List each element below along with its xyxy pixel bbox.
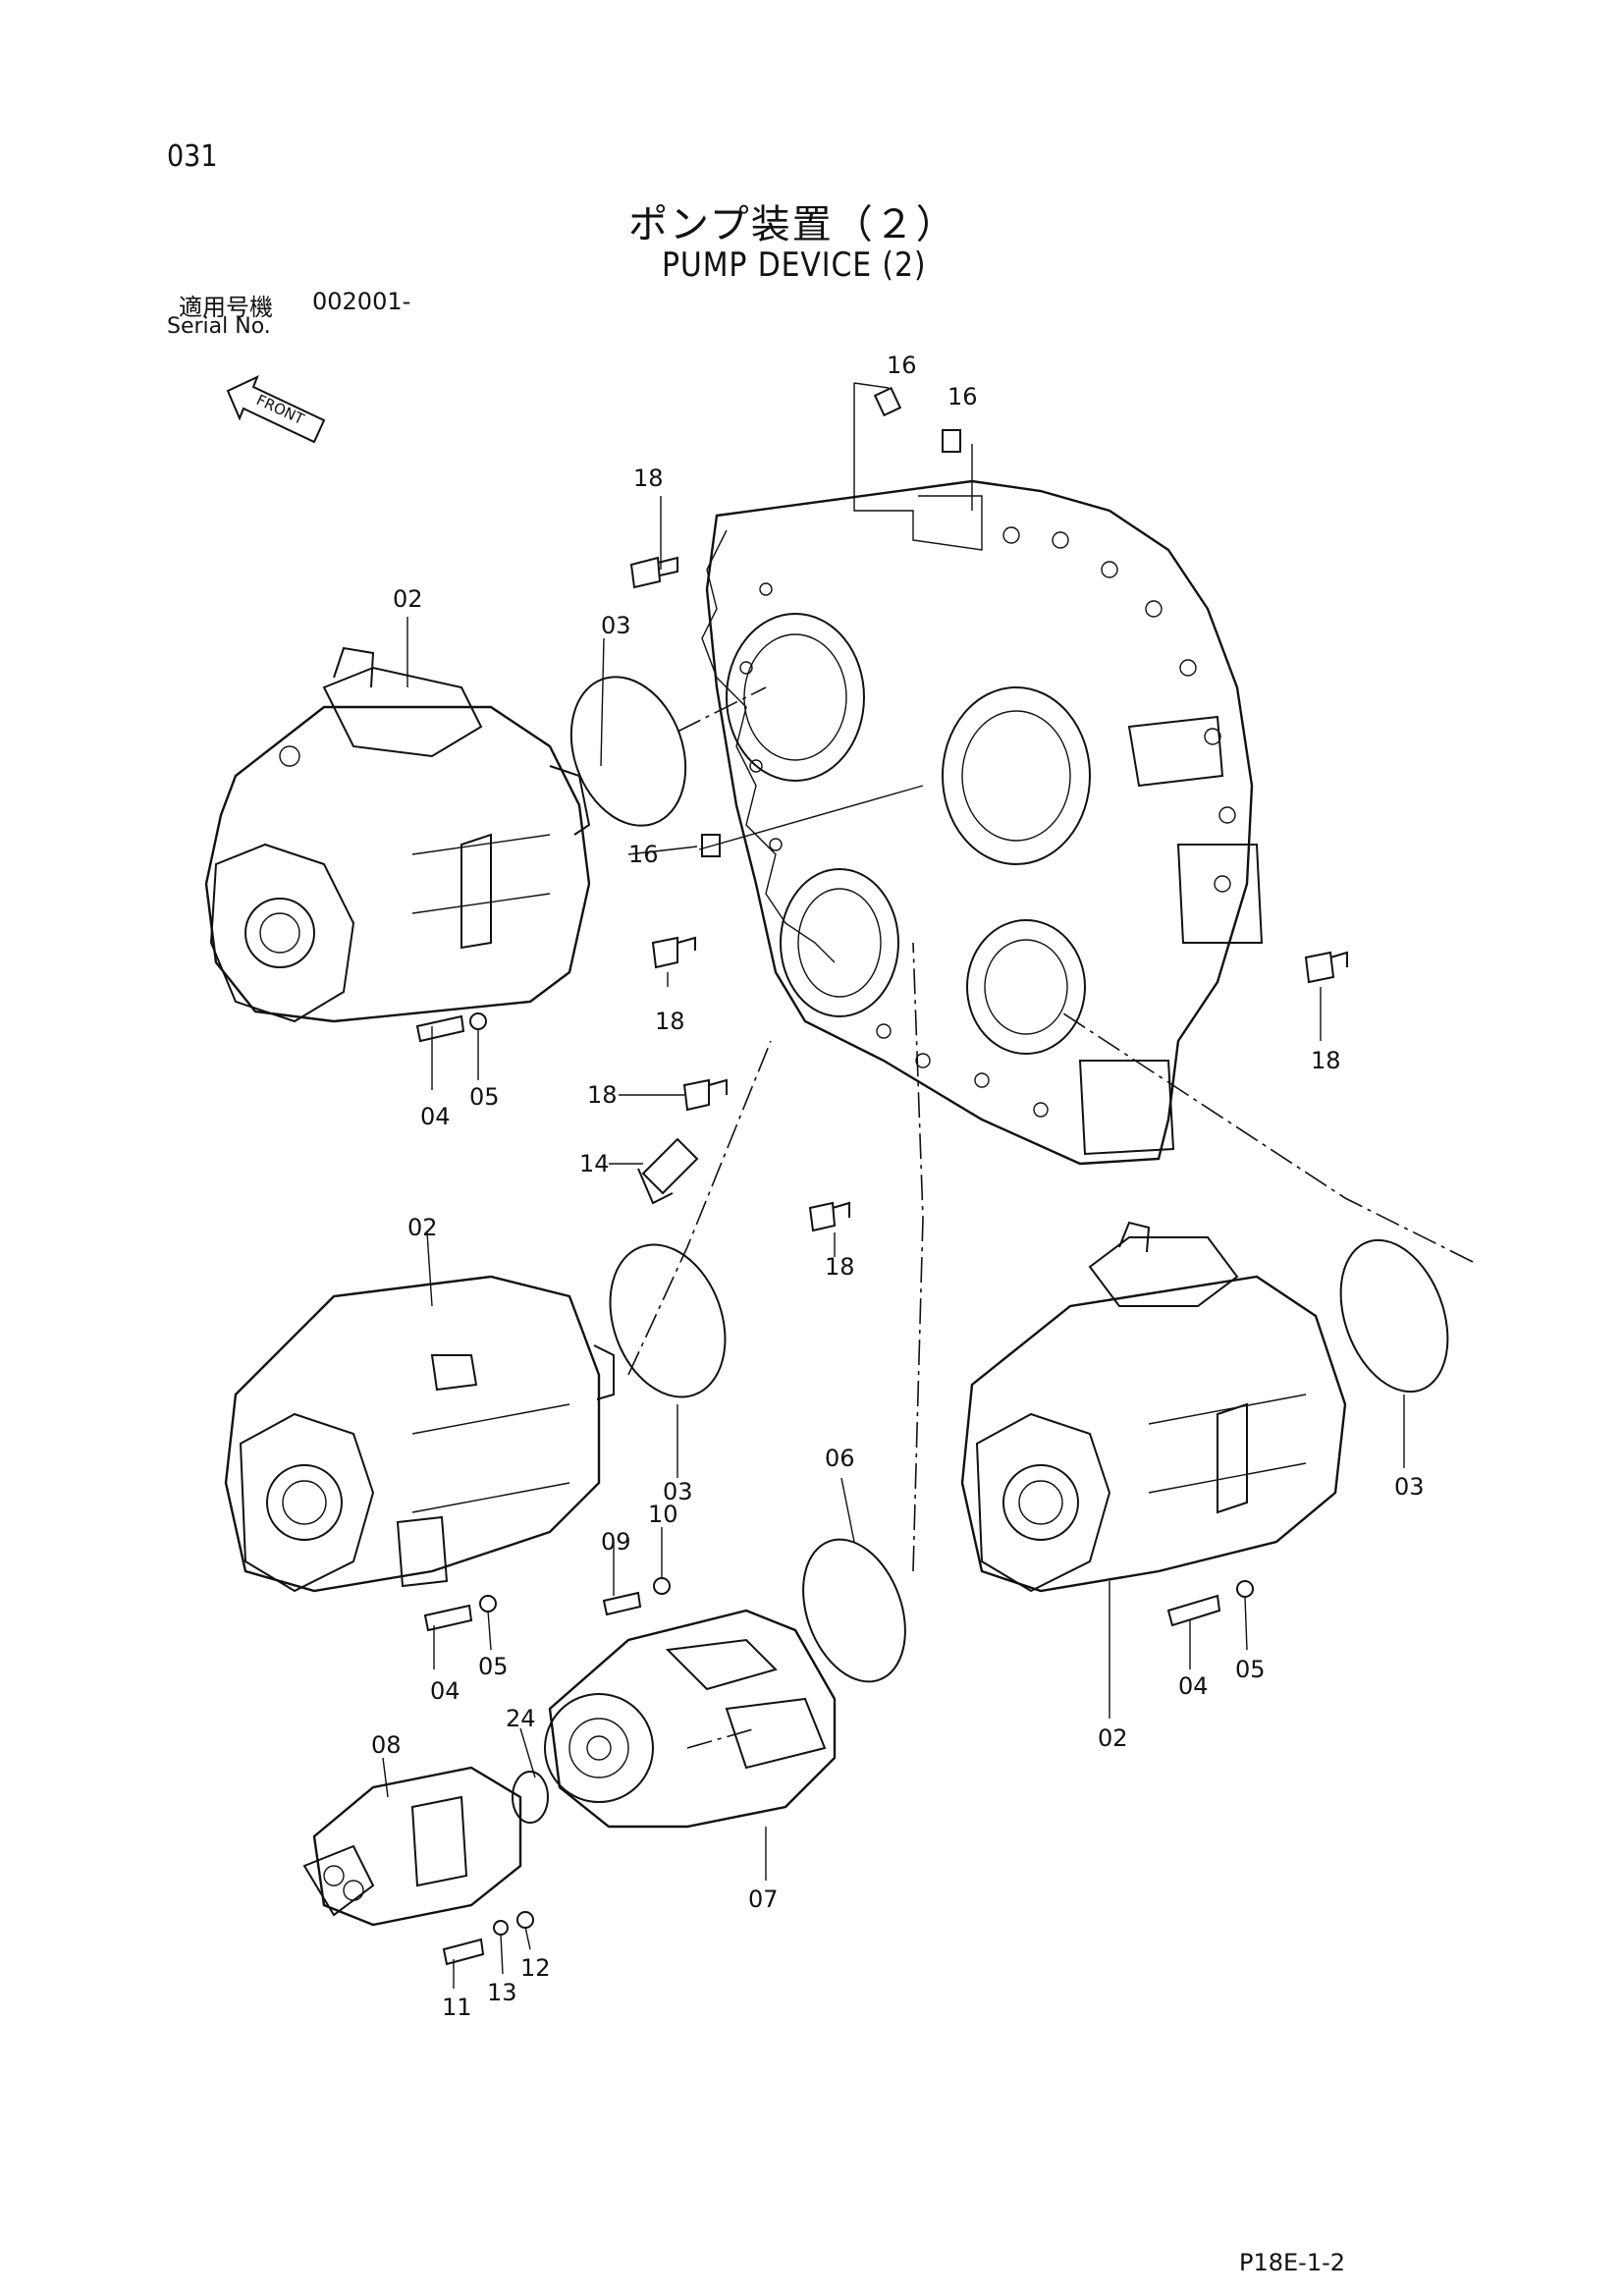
callout-04: 04 [420, 1103, 451, 1130]
auxiliary-pump-08 [302, 1766, 522, 1927]
washer-13 [493, 1920, 509, 1936]
callout-08: 08 [371, 1731, 402, 1759]
callout-05: 05 [478, 1653, 509, 1680]
washer-05-right [1236, 1580, 1254, 1598]
o-ring-06 [802, 1538, 906, 1683]
plug-16-a [873, 386, 902, 417]
leader-lines [382, 382, 1474, 1989]
callout-09: 09 [601, 1528, 631, 1556]
bolt-04-right [1166, 1594, 1221, 1627]
o-ring-03-upper [569, 676, 687, 827]
callout-labels: 16 16 18 02 03 16 18 18 18 14 18 04 05 0… [371, 352, 1425, 2021]
pump-assembly-upper-left [204, 646, 591, 1023]
callout-02: 02 [1098, 1724, 1128, 1752]
plug-16-b [942, 429, 961, 453]
pump-assembly-right [960, 1221, 1347, 1593]
o-ring-03-right [1339, 1238, 1449, 1394]
pump-housing [701, 479, 1264, 1166]
callout-04: 04 [430, 1677, 460, 1705]
callout-02: 02 [393, 585, 423, 613]
callout-03: 03 [1394, 1473, 1425, 1501]
front-arrow-icon: FRONT [226, 375, 326, 444]
callout-10: 10 [648, 1501, 678, 1528]
bolt-11 [442, 1938, 485, 1966]
washer-05-middle [479, 1595, 497, 1613]
callout-13: 13 [487, 1979, 517, 2006]
elbow-fitting-14 [637, 1137, 699, 1205]
callout-14: 14 [579, 1150, 610, 1177]
callout-03: 03 [663, 1478, 693, 1505]
serial-label-japanese: 適用号機 [179, 294, 273, 321]
callout-16: 16 [628, 841, 659, 868]
callout-12: 12 [520, 1954, 551, 1982]
pump-assembly-middle-left [224, 1275, 615, 1593]
bolt-04-upper [415, 1014, 465, 1043]
elbow-18-c [682, 1078, 728, 1112]
callout-04: 04 [1178, 1672, 1209, 1700]
callout-03: 03 [601, 612, 631, 639]
washer-05-upper [469, 1012, 487, 1030]
callout-18: 18 [655, 1008, 685, 1035]
callout-06: 06 [825, 1445, 855, 1472]
callout-02: 02 [407, 1214, 438, 1241]
washer-12 [516, 1911, 534, 1929]
washer-10 [653, 1577, 671, 1595]
callout-18: 18 [633, 465, 664, 492]
callout-07: 07 [748, 1886, 779, 1913]
page-title-japanese: ポンプ装置（２） [628, 202, 957, 247]
callout-11: 11 [442, 1994, 472, 2021]
o-ring-03-middle [609, 1243, 727, 1398]
page-code: P18E-1-2 [1239, 2249, 1346, 2276]
callout-24: 24 [506, 1705, 536, 1732]
elbow-18-b [651, 936, 696, 969]
page-title-english: PUMP DEVICE (2) [662, 246, 927, 285]
callout-05: 05 [1235, 1656, 1266, 1683]
o-rings [512, 676, 1449, 1824]
page-number: 031 [167, 139, 218, 174]
bolt-09 [602, 1591, 642, 1616]
serial-label-english: Serial No. [167, 314, 271, 339]
elbow-18-a [629, 556, 678, 589]
callout-18: 18 [1311, 1047, 1341, 1074]
callout-16: 16 [887, 352, 917, 379]
callout-18: 18 [587, 1081, 618, 1109]
callout-18: 18 [825, 1253, 855, 1281]
bolt-04-middle [423, 1604, 473, 1632]
callout-16: 16 [947, 383, 978, 410]
plug-16-c [701, 834, 721, 857]
elbow-18-d [1304, 951, 1348, 984]
elbow-18-e [808, 1201, 850, 1232]
callout-05: 05 [469, 1083, 500, 1111]
front-label: FRONT [253, 391, 307, 428]
o-ring-24 [512, 1771, 549, 1824]
serial-number: 002001- [312, 288, 411, 315]
gear-pump-assembly [544, 1609, 837, 1829]
